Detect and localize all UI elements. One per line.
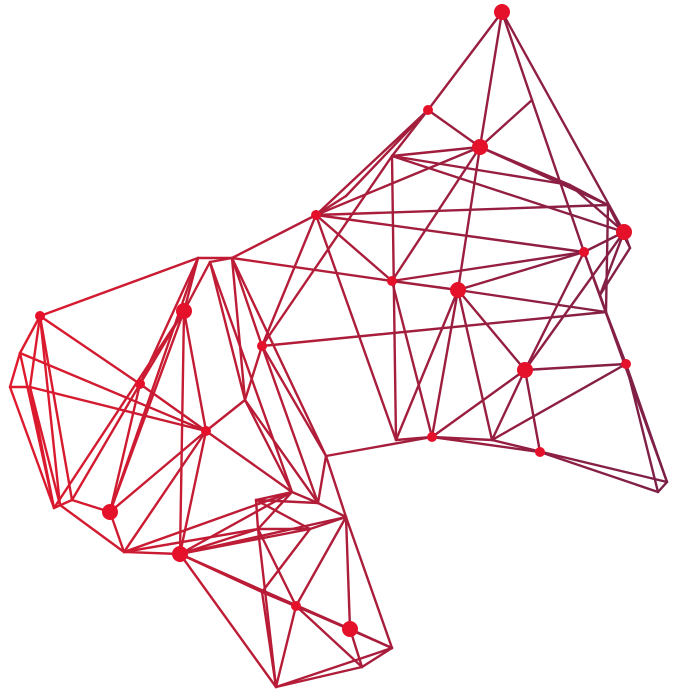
network-edge [492, 364, 626, 440]
network-edge [392, 281, 432, 437]
network-node [342, 621, 358, 637]
network-node [311, 210, 321, 220]
network-edge [432, 290, 458, 437]
network-edge [40, 316, 140, 384]
network-edge [232, 215, 316, 258]
network-edge [110, 384, 140, 512]
network-node [291, 601, 301, 611]
network-edge [480, 147, 608, 205]
network-edge [10, 353, 20, 387]
network-edge [480, 12, 502, 147]
network-edge [276, 648, 392, 687]
network-edge [276, 667, 362, 687]
network-node [423, 105, 433, 115]
network-node [427, 432, 437, 442]
network-edge [262, 346, 318, 503]
network-edge [262, 156, 392, 346]
network-edge [428, 110, 480, 147]
network-edge [480, 100, 532, 147]
network-node [450, 282, 466, 298]
network-edge [570, 185, 624, 232]
network-edge [525, 370, 540, 452]
network-node [135, 379, 145, 389]
network-node [102, 504, 118, 520]
network-edge [180, 311, 184, 554]
network-node [176, 303, 192, 319]
network-edge [124, 552, 180, 554]
network-edge [532, 100, 584, 252]
network-node [472, 139, 488, 155]
network-edge [492, 440, 667, 482]
network-node [201, 426, 211, 436]
network-node [517, 362, 533, 378]
network-node [621, 359, 631, 369]
network-edge [72, 384, 140, 500]
network-edge [206, 400, 245, 431]
network-edge [392, 252, 584, 281]
network-node [535, 447, 545, 457]
network-edge [256, 500, 310, 529]
network-edge [428, 12, 502, 110]
network-node [257, 341, 267, 351]
network-node [494, 4, 510, 20]
network-node [387, 276, 397, 286]
network-edge [658, 482, 667, 492]
network-edge [525, 252, 584, 370]
network-node [172, 546, 188, 562]
network-nodes [35, 4, 632, 637]
network-edge [458, 290, 606, 312]
network-edge [258, 529, 296, 606]
network-edges [10, 12, 667, 687]
network-edge [316, 215, 584, 252]
network-edge [276, 606, 296, 687]
network-edge [245, 346, 262, 400]
network-edge [318, 456, 326, 503]
network-edge [458, 252, 584, 290]
network-edge [392, 156, 570, 185]
network-edge [232, 258, 326, 456]
network-node [579, 247, 589, 257]
network-edge [458, 290, 492, 440]
network-node [616, 224, 632, 240]
network-edge [262, 592, 276, 687]
network-edge [392, 281, 458, 290]
network-edge [540, 452, 658, 492]
network-node [35, 311, 45, 321]
network-edge [184, 311, 206, 431]
network-edge [262, 529, 310, 592]
network-edge [525, 364, 626, 370]
network-edge [326, 437, 432, 456]
network-edge [206, 431, 292, 492]
network-edge [346, 517, 350, 629]
